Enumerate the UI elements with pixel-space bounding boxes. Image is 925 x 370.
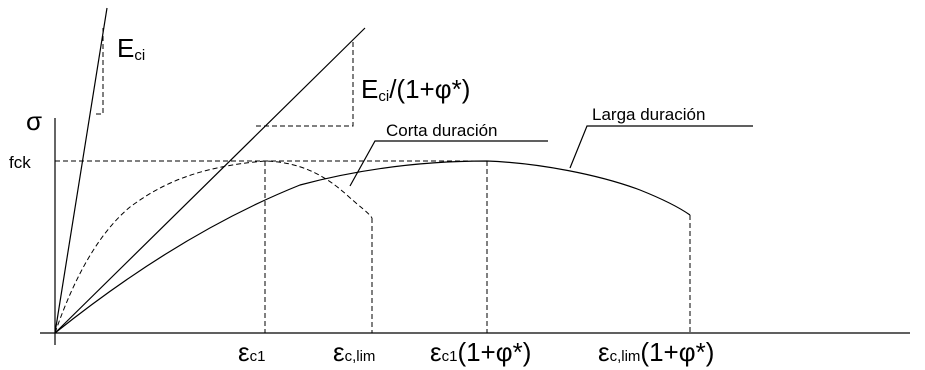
long-duration-leader <box>569 125 753 169</box>
eci-label: Eci <box>117 33 145 64</box>
short-duration-curve <box>54 160 373 334</box>
tick-eclim: εc,lim <box>333 337 375 367</box>
eci-creep-tangent-line <box>54 27 366 334</box>
eci-creep-slope-triangle <box>256 42 354 127</box>
eci-creep-label: Eci/(1+φ*) <box>361 74 470 105</box>
eci-tangent-line <box>54 7 108 334</box>
long-duration-label: Larga duración <box>592 105 705 124</box>
tick-eclim-creep: εc,lim(1+φ*) <box>598 337 714 367</box>
tick-ec1-creep: εc1(1+φ*) <box>430 337 531 367</box>
tick-ec1: εc1 <box>238 337 265 367</box>
eci-slope-triangle <box>93 28 104 115</box>
sigma-label: σ <box>26 106 42 136</box>
short-duration-leader <box>349 140 548 187</box>
long-duration-curve <box>54 160 691 334</box>
short-duration-label: Corta duración <box>386 121 498 140</box>
fck-label: fck <box>9 153 31 172</box>
